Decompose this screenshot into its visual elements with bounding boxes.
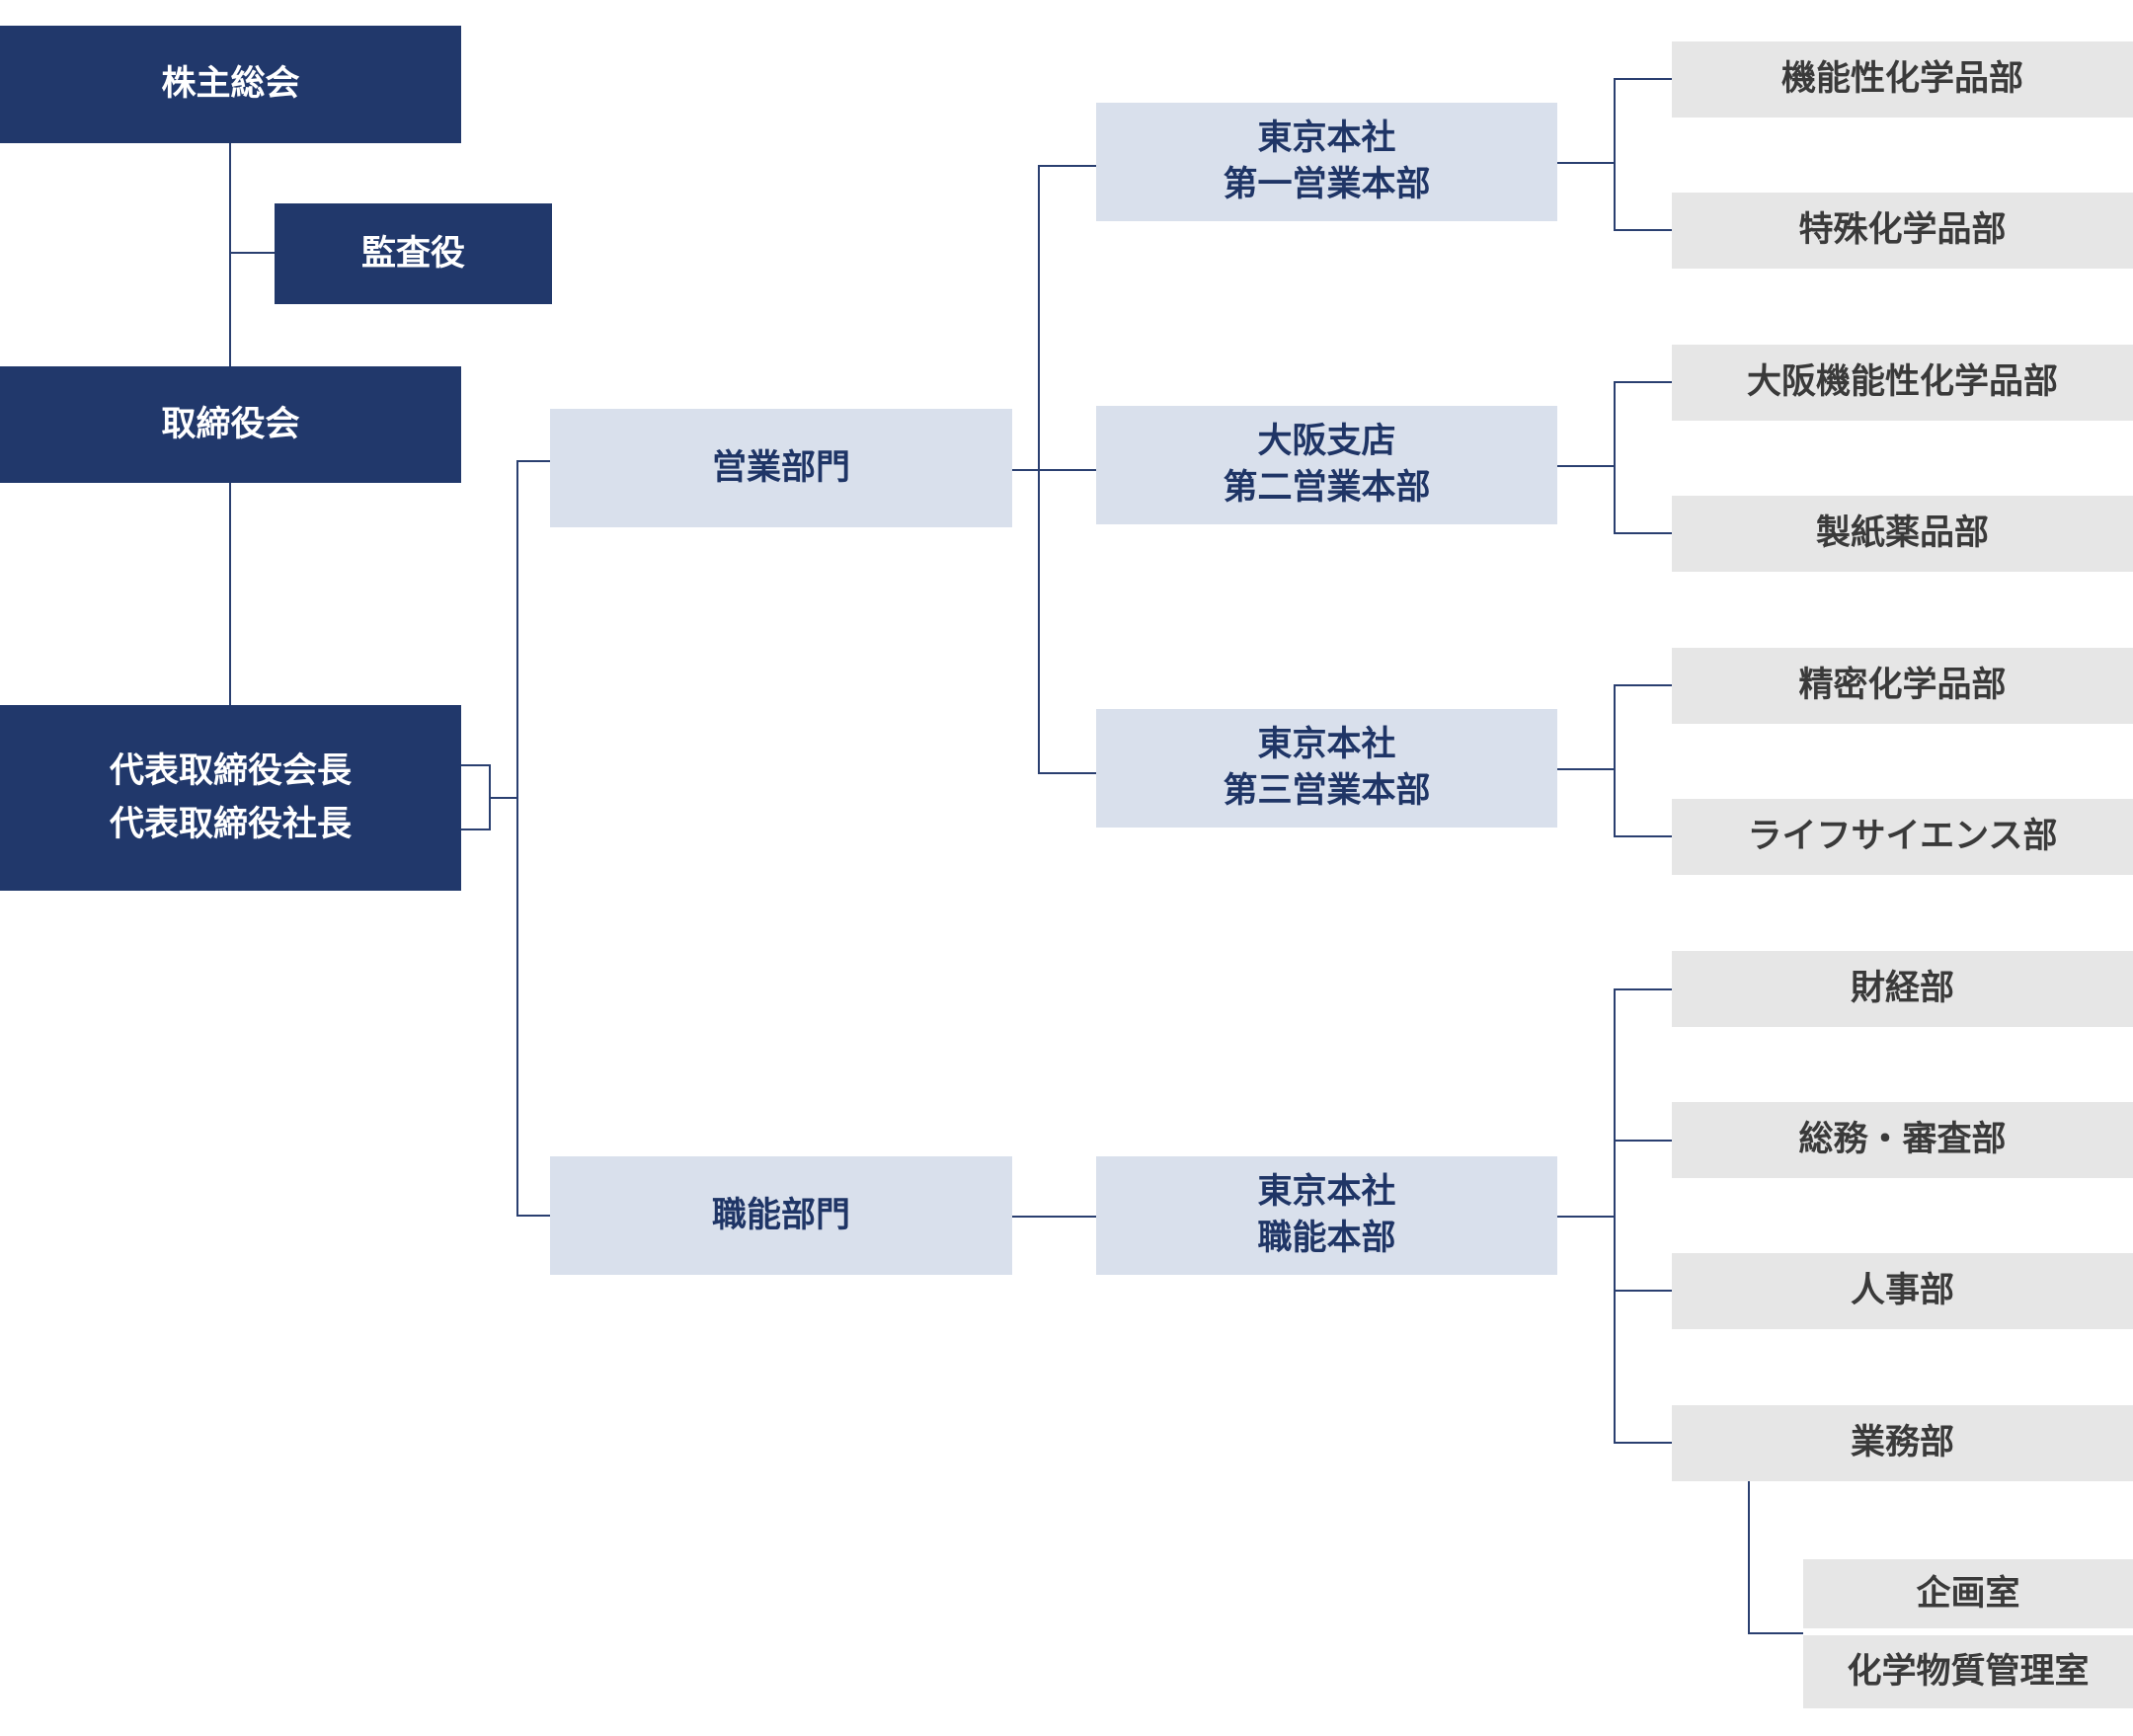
connector-offices <box>1748 1481 1803 1634</box>
hq-sales1-box: 東京本社 第一営業本部 <box>1096 103 1557 221</box>
dept-functional-chemicals: 機能性化学品部 <box>1672 41 2133 118</box>
dept-label: 業務部 <box>1850 1423 1954 1463</box>
dept-osaka-functional-chemicals: 大阪機能性化学品部 <box>1672 345 2133 421</box>
shareholders-meeting-box: 株主総会 <box>0 26 461 143</box>
hq-sales2-name: 第二営業本部 <box>1223 468 1431 508</box>
dept-life-science: ライフサイエンス部 <box>1672 799 2133 875</box>
hq-sales3-box: 東京本社 第三営業本部 <box>1096 709 1557 828</box>
hq-admin-box: 東京本社 職能本部 <box>1096 1156 1557 1275</box>
dept-label: ライフサイエンス部 <box>1747 817 2058 857</box>
dept-human-resources: 人事部 <box>1672 1253 2133 1329</box>
dept-papermaking-chemicals: 製紙薬品部 <box>1672 496 2133 572</box>
hq-sales1-name: 第一営業本部 <box>1223 165 1431 204</box>
connector-admin-depts <box>1557 988 1672 1444</box>
dept-finance: 財経部 <box>1672 951 2133 1027</box>
board-of-directors-label: 取締役会 <box>161 404 300 444</box>
dept-label: 大阪機能性化学品部 <box>1746 362 2058 403</box>
auditors-box: 監査役 <box>275 203 552 304</box>
sales-division-label: 営業部門 <box>711 447 850 488</box>
connector-sales-hq <box>1038 165 1096 774</box>
dept-label: 総務・審査部 <box>1798 1120 2007 1160</box>
hq-sales3-name: 第三営業本部 <box>1223 771 1431 811</box>
office-planning: 企画室 <box>1803 1559 2133 1628</box>
dept-specialty-chemicals: 特殊化学品部 <box>1672 193 2133 269</box>
dept-label: 精密化学品部 <box>1798 666 2007 706</box>
representatives-box: 代表取締役会長 代表取締役社長 <box>0 705 461 891</box>
dept-label: 財経部 <box>1850 969 1954 1009</box>
connector-representatives-bracket <box>461 764 517 830</box>
connector-sales1-depts <box>1557 78 1672 231</box>
connector-sales3-depts <box>1557 684 1672 837</box>
hq-sales2-box: 大阪支店 第二営業本部 <box>1096 406 1557 524</box>
office-label: 化学物質管理室 <box>1847 1651 2090 1692</box>
hq-sales3-location: 東京本社 <box>1257 725 1396 765</box>
admin-division-box: 職能部門 <box>550 1156 1012 1275</box>
dept-label: 機能性化学品部 <box>1780 59 2023 100</box>
hq-sales2-location: 大阪支店 <box>1257 422 1396 462</box>
dept-label: 人事部 <box>1850 1271 1954 1311</box>
president-label: 代表取締役社長 <box>109 805 352 844</box>
shareholders-meeting-label: 株主総会 <box>161 64 300 105</box>
dept-operations: 業務部 <box>1672 1405 2133 1481</box>
admin-division-label: 職能部門 <box>711 1195 850 1235</box>
hq-admin-name: 職能本部 <box>1257 1219 1396 1258</box>
sales-division-box: 営業部門 <box>550 409 1012 527</box>
dept-label: 特殊化学品部 <box>1798 210 2007 251</box>
connector-sales2-depts <box>1557 381 1672 534</box>
office-label: 企画室 <box>1916 1573 2020 1614</box>
dept-label: 製紙薬品部 <box>1815 513 1989 554</box>
auditors-label: 監査役 <box>360 233 465 274</box>
hq-admin-location: 東京本社 <box>1257 1172 1396 1213</box>
board-of-directors-box: 取締役会 <box>0 366 461 483</box>
connector-divisions <box>516 460 550 1217</box>
chairman-label: 代表取締役会長 <box>109 750 352 791</box>
hq-sales1-location: 東京本社 <box>1257 118 1396 159</box>
dept-fine-chemicals: 精密化学品部 <box>1672 648 2133 724</box>
dept-general-affairs: 総務・審査部 <box>1672 1102 2133 1178</box>
office-chemical-substance-management: 化学物質管理室 <box>1803 1635 2133 1708</box>
